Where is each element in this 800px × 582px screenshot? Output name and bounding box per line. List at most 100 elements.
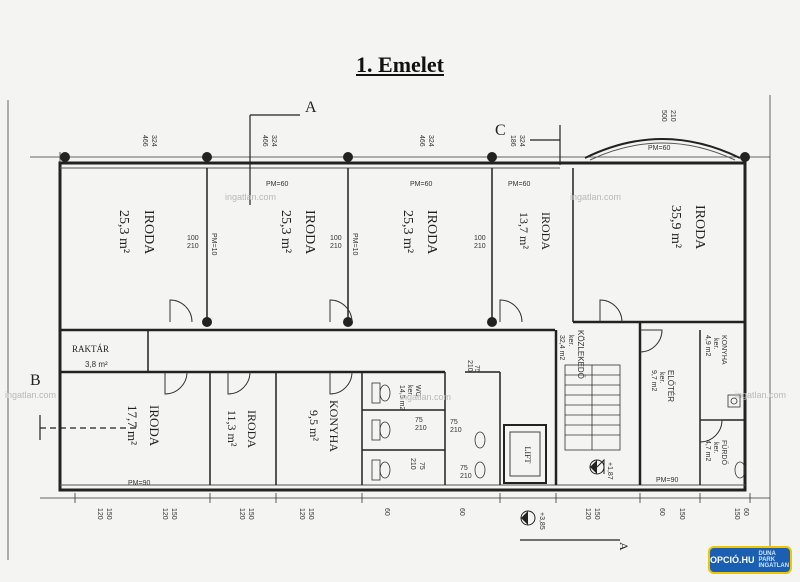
svg-text:210: 210 <box>460 473 472 480</box>
svg-text:ker.: ker. <box>658 372 665 383</box>
svg-text:IRODA: IRODA <box>302 210 317 255</box>
svg-text:3,8 m²: 3,8 m² <box>85 360 108 369</box>
svg-text:100: 100 <box>474 235 486 242</box>
svg-text:11,3 m²: 11,3 m² <box>225 410 239 447</box>
svg-text:210: 210 <box>415 425 427 432</box>
svg-text:150: 150 <box>105 508 112 520</box>
svg-text:ker.: ker. <box>406 385 413 396</box>
svg-text:9,5 m²: 9,5 m² <box>307 410 321 441</box>
svg-text:35,9 m²: 35,9 m² <box>668 205 683 248</box>
svg-text:150: 150 <box>733 508 740 520</box>
svg-text:210: 210 <box>669 110 676 122</box>
svg-text:IRODA: IRODA <box>141 210 156 255</box>
svg-text:210: 210 <box>450 427 462 434</box>
room-eloter: ELŐTÉR ker. 9,7 m2 <box>650 370 675 402</box>
svg-text:25,3 m²: 25,3 m² <box>278 210 293 253</box>
svg-text:324: 324 <box>150 135 157 147</box>
section-marker-a-bottom: A <box>617 542 631 551</box>
svg-text:IRODA: IRODA <box>147 405 162 447</box>
svg-text:ker.: ker. <box>567 335 574 346</box>
brand-name: OPCIÓ.HU <box>710 555 755 565</box>
svg-text:120: 120 <box>584 508 591 520</box>
section-marker-b: B <box>30 372 41 389</box>
watermark: ingatlan.com <box>735 390 786 400</box>
svg-text:466: 466 <box>141 135 148 147</box>
room-iroda-6: IRODA 17,7 m² <box>125 405 162 447</box>
svg-text:120: 120 <box>298 508 305 520</box>
floor-title: 1. Emelet <box>356 52 444 77</box>
svg-text:ELŐTÉR: ELŐTÉR <box>666 370 675 402</box>
watermark: ingatlan.com <box>570 192 621 202</box>
room-furdo: FÜRDŐ ker. 4,7 m2 <box>704 440 729 465</box>
level-marker-1 <box>589 458 605 475</box>
brand-logo: OPCIÓ.HU DUNA PARK INGATLAN <box>708 546 792 574</box>
svg-text:120: 120 <box>161 508 168 520</box>
room-iroda-3: IRODA 25,3 m² <box>400 210 439 255</box>
bay-window <box>584 138 741 159</box>
svg-text:210: 210 <box>187 243 199 250</box>
room-iroda-7: IRODA 11,3 m² <box>225 410 259 448</box>
pm-label: PM=10 <box>351 233 358 255</box>
svg-text:150: 150 <box>307 508 314 520</box>
svg-text:14,5 m2: 14,5 m2 <box>398 385 405 410</box>
level-marker-2 <box>520 510 536 526</box>
svg-text:150: 150 <box>678 508 685 520</box>
svg-text:4,7 m2: 4,7 m2 <box>704 440 711 462</box>
svg-text:IRODA: IRODA <box>539 212 553 250</box>
svg-text:500: 500 <box>660 110 667 122</box>
svg-text:466: 466 <box>261 135 268 147</box>
svg-text:324: 324 <box>518 135 525 147</box>
lift-shaft <box>503 424 547 484</box>
svg-text:120: 120 <box>96 508 103 520</box>
room-iroda-5: IRODA 35,9 m² <box>668 205 707 250</box>
section-marker-a: A <box>305 99 317 116</box>
svg-text:75: 75 <box>418 462 425 470</box>
svg-text:25,3 m²: 25,3 m² <box>400 210 415 253</box>
pm-label: PM=90 <box>128 480 150 487</box>
room-iroda-4: IRODA 13,7 m² <box>517 212 553 250</box>
svg-text:KÖZLEKEDŐ: KÖZLEKEDŐ <box>576 330 585 379</box>
svg-text:IRODA: IRODA <box>424 210 439 255</box>
svg-text:210: 210 <box>330 243 342 250</box>
brand-tagline: DUNA PARK INGATLAN <box>758 551 790 569</box>
svg-text:60: 60 <box>383 508 390 516</box>
svg-text:FÜRDŐ: FÜRDŐ <box>720 440 729 465</box>
svg-text:IRODA: IRODA <box>245 410 259 448</box>
svg-text:324: 324 <box>427 135 434 147</box>
svg-text:100: 100 <box>187 235 199 242</box>
room-kozlekedo: KÖZLEKEDŐ ker. 32,4 m2 <box>558 330 585 379</box>
pm-label: PM=60 <box>266 181 288 188</box>
doors <box>164 299 723 443</box>
room-iroda-2: IRODA 25,3 m² <box>278 210 317 255</box>
pm-label: PM=60 <box>648 145 670 152</box>
svg-text:75: 75 <box>415 417 423 424</box>
svg-text:210: 210 <box>474 243 486 250</box>
pm-label: PM=90 <box>656 477 678 484</box>
section-marker-c: C <box>495 122 506 139</box>
lift-label: LIFT <box>523 447 532 464</box>
svg-text:150: 150 <box>593 508 600 520</box>
watermark: ingatlan.com <box>5 390 56 400</box>
svg-text:WC: WC <box>414 385 421 397</box>
svg-text:75: 75 <box>460 465 468 472</box>
svg-text:186: 186 <box>509 135 516 147</box>
room-wc: WC ker. 14,5 m2 <box>398 385 421 410</box>
staircase <box>564 364 621 451</box>
room-iroda-1: IRODA 25,3 m² <box>116 210 156 255</box>
svg-text:13,7 m²: 13,7 m² <box>517 212 531 249</box>
svg-text:17,7 m²: 17,7 m² <box>125 405 140 445</box>
svg-text:4,9 m2: 4,9 m2 <box>704 335 711 357</box>
svg-text:210: 210 <box>466 360 473 372</box>
level-label-2: +3,85 <box>538 512 545 530</box>
watermark: ingatlan.com <box>400 392 451 402</box>
top-dims: 466 324 466 324 466 324 186 324 500 210 <box>141 110 676 147</box>
svg-text:60: 60 <box>458 508 465 516</box>
pm-label: PM=60 <box>410 181 432 188</box>
svg-text:ker.: ker. <box>712 338 719 349</box>
svg-text:KONYHA: KONYHA <box>720 335 727 365</box>
svg-text:IRODA: IRODA <box>692 205 707 250</box>
svg-text:150: 150 <box>170 508 177 520</box>
svg-text:60: 60 <box>658 508 665 516</box>
room-raktar: RAKTÁR 3,8 m² <box>72 344 109 369</box>
